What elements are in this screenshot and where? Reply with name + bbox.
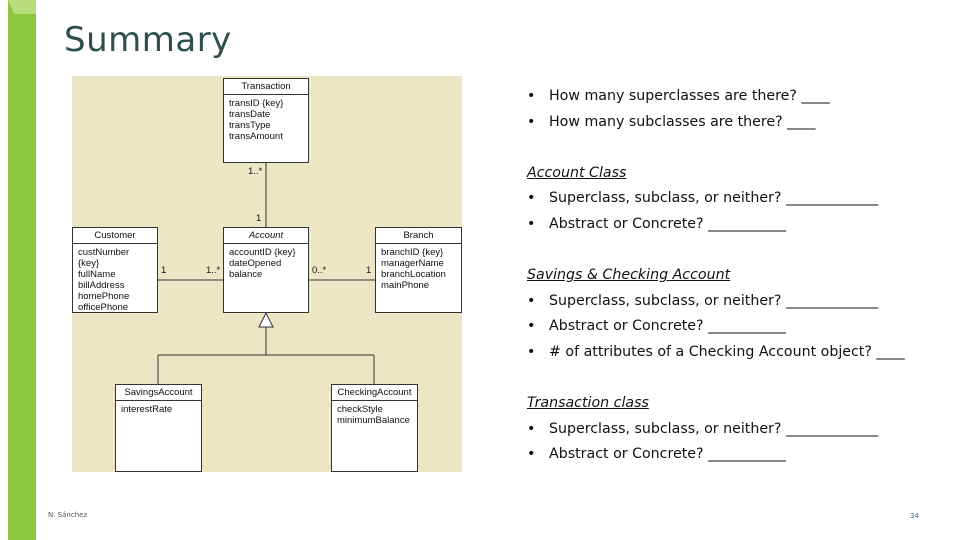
class-customer-attributes: custNumber {key} fullName billAddress ho… <box>73 244 157 316</box>
class-checking-attributes: checkStyle minimumBalance <box>332 401 417 429</box>
footer-author: N. Sánchez <box>48 511 88 519</box>
class-checking-name: CheckingAccount <box>332 385 417 401</box>
attribute: branchLocation <box>381 269 446 280</box>
question-text: Abstract or Concrete? ___________ <box>549 318 787 335</box>
list-item: • Superclass, subclass, or neither? _____… <box>527 417 947 443</box>
attribute: balance <box>229 269 263 280</box>
multiplicity-transaction-side: 1..* <box>248 166 263 177</box>
list-item: • Superclass, subclass, or neither? _____… <box>527 289 947 315</box>
class-customer: Customer custNumber {key} fullName billA… <box>72 227 158 313</box>
multiplicity-account-right: 0..* <box>312 265 327 276</box>
class-account: Account accountID {key} dateOpened balan… <box>223 227 309 313</box>
class-savings-account: SavingsAccount interestRate <box>115 384 202 472</box>
attribute: checkStyle <box>337 404 383 415</box>
bullet: • <box>527 215 536 232</box>
list-item: • Abstract or Concrete? ___________ <box>527 314 947 340</box>
list-item: • How many superclasses are there? ____ <box>527 84 947 110</box>
attribute: transAmount <box>229 131 283 142</box>
class-transaction-name: Transaction <box>224 79 308 95</box>
question-text: How many superclasses are there? ____ <box>549 88 830 104</box>
class-savings-attributes: interestRate <box>116 401 201 418</box>
attribute: transDate <box>229 109 271 120</box>
bullet: • <box>527 292 536 309</box>
attribute: transID {key} <box>229 98 284 109</box>
question-text: Superclass, subclass, or neither? ______… <box>549 292 879 309</box>
bullet: • <box>527 318 536 335</box>
class-branch-name: Branch <box>376 228 461 244</box>
accent-bar <box>0 0 36 540</box>
question-list: • How many superclasses are there? ____ •… <box>527 84 947 468</box>
attribute: officePhone <box>78 302 129 313</box>
list-item: • Abstract or Concrete? ___________ <box>527 442 947 468</box>
question-text: Superclass, subclass, or neither? ______… <box>549 420 879 437</box>
attribute: minimumBalance <box>337 415 410 426</box>
bullet: • <box>527 446 536 463</box>
attribute: transType <box>229 120 271 131</box>
bullet: • <box>527 343 536 360</box>
list-item: • # of attributes of a Checking Account o… <box>527 340 947 366</box>
class-account-attributes: accountID {key} dateOpened balance <box>224 244 308 283</box>
bullet: • <box>527 113 536 130</box>
class-branch: Branch branchID {key} managerName branch… <box>375 227 462 313</box>
class-customer-name: Customer <box>73 228 157 244</box>
list-item: • Abstract or Concrete? ___________ <box>527 212 947 238</box>
bullet: • <box>527 88 536 104</box>
multiplicity-account-top: 1 <box>256 213 262 224</box>
section-title-account: Account Class <box>527 164 627 181</box>
multiplicity-branch-side: 1 <box>366 265 372 276</box>
class-branch-attributes: branchID {key} managerName branchLocatio… <box>376 244 461 294</box>
question-text: Superclass, subclass, or neither? ______… <box>549 190 879 207</box>
uml-class-diagram: Transaction transID {key} transDate tran… <box>72 76 462 472</box>
question-text: Abstract or Concrete? ___________ <box>549 215 787 232</box>
question-text: How many subclasses are there? ____ <box>549 113 816 130</box>
attribute: custNumber {key} <box>78 247 130 269</box>
list-item: • Superclass, subclass, or neither? _____… <box>527 186 947 212</box>
section-title-transaction: Transaction class <box>527 395 649 412</box>
class-checking-account: CheckingAccount checkStyle minimumBalanc… <box>331 384 418 472</box>
question-text: Abstract or Concrete? ___________ <box>549 446 787 463</box>
section-title-savings-checking: Savings & Checking Account <box>527 267 731 284</box>
attribute: fullName <box>78 269 116 280</box>
attribute: interestRate <box>121 404 173 415</box>
multiplicity-account-left: 1..* <box>206 265 221 276</box>
page-title: Summary <box>64 20 232 60</box>
class-transaction: Transaction transID {key} transDate tran… <box>223 78 309 163</box>
attribute: accountID {key} <box>229 247 296 258</box>
class-savings-name: SavingsAccount <box>116 385 201 401</box>
attribute: dateOpened <box>229 258 282 269</box>
generalization-triangle <box>258 311 274 328</box>
attribute: homePhone <box>78 291 130 302</box>
bullet: • <box>527 420 536 437</box>
bullet: • <box>527 190 536 207</box>
question-text: # of attributes of a Checking Account ob… <box>549 343 905 360</box>
attribute: branchID {key} <box>381 247 444 258</box>
attribute: mainPhone <box>381 280 430 291</box>
multiplicity-customer-side: 1 <box>161 265 167 276</box>
list-item: • How many subclasses are there? ____ <box>527 110 947 136</box>
page-number: 34 <box>910 512 919 520</box>
attribute: managerName <box>381 258 444 269</box>
class-transaction-attributes: transID {key} transDate transType transA… <box>224 95 308 145</box>
class-account-name: Account <box>224 228 308 244</box>
attribute: billAddress <box>78 280 125 291</box>
